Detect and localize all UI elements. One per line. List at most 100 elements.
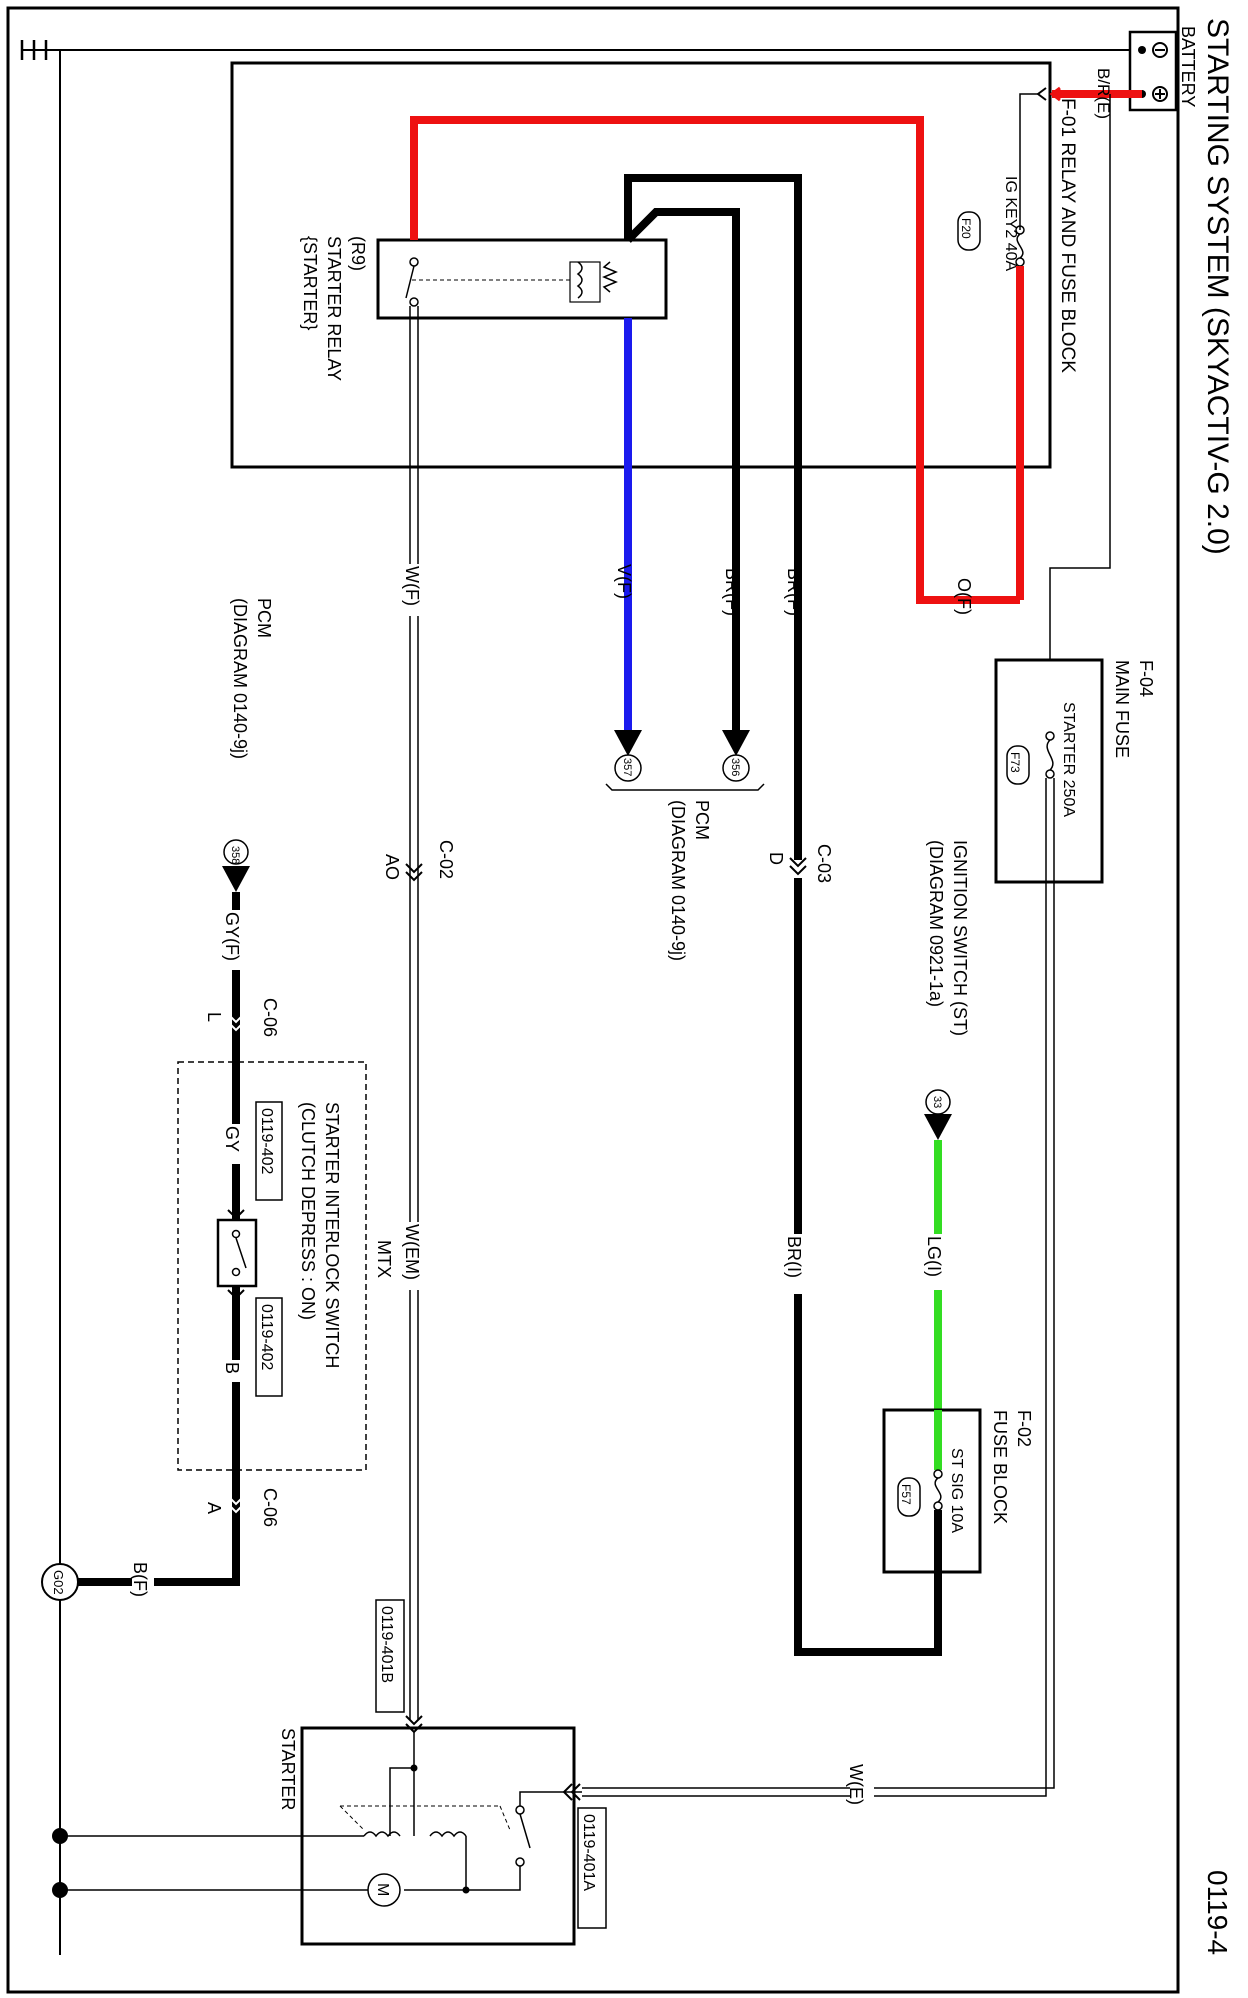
- fuse-ig-key2-label: IG KEY2 40A: [1002, 176, 1019, 271]
- fuse-f57-label: F57: [899, 1484, 913, 1505]
- wire-label-v-f: V(F): [614, 564, 634, 599]
- pcm-pin-356-label: 356: [729, 758, 741, 776]
- ref-0119-402-b: 0119-402: [258, 1304, 275, 1371]
- pcm2-diagram-label: (DIAGRAM 0140-9j): [668, 800, 688, 961]
- wire-label-b-f-bg: [132, 1562, 154, 1602]
- fuse-f73-label: F73: [1008, 752, 1022, 773]
- fuse-f57-tag: [897, 1477, 921, 1517]
- pcm2-label: PCM: [692, 800, 712, 840]
- battery-label: BATTERY: [1178, 26, 1198, 107]
- battery: [1128, 30, 1178, 112]
- mtx-dashed-box: [177, 1061, 367, 1471]
- wire-label-gy-bg: [226, 1124, 248, 1164]
- ground-g02-label: G02: [51, 1570, 66, 1595]
- relay-coil-icon: [569, 261, 618, 303]
- interlock-label: STARTER INTERLOCK SWITCH: [322, 1102, 342, 1368]
- wire-label-b-bg: [226, 1360, 248, 1382]
- ign-pin-33-label: 33: [931, 1096, 943, 1108]
- wire-label-b: B: [222, 1362, 242, 1374]
- fuse-f73-tag: [1006, 745, 1030, 785]
- starter-relay-id: (R9): [348, 236, 368, 271]
- ground-bus: [20, 40, 1130, 1955]
- wire-label-br-e: B/R(E): [1094, 68, 1113, 119]
- pcm-bracket: [605, 783, 765, 791]
- ref-0119-401a-box: [577, 1807, 607, 1929]
- arrow-358-icon: [222, 866, 250, 892]
- wire-label-w-em: W(EM): [402, 1224, 422, 1280]
- relay-switch-icon: [405, 257, 572, 307]
- connector-c02-label: C-02: [436, 840, 456, 879]
- wire-label-lg-i: LG(I): [924, 1236, 944, 1277]
- wire-label-gy-f-bg: [226, 910, 248, 970]
- ref-0119-402-b-box: [255, 1297, 283, 1397]
- ref-0119-401a: 0119-401A: [580, 1814, 597, 1891]
- connector-c06-bottom-label: C-06: [260, 1488, 280, 1527]
- svg-text:M: M: [374, 1883, 391, 1896]
- ref-0119-402-a: 0119-402: [258, 1108, 275, 1175]
- ref-0119-401b-box: [375, 1599, 405, 1713]
- fuse-f20-tag: [957, 211, 981, 251]
- starter-relay-box: [376, 238, 668, 320]
- fuse-f20-label: F20: [959, 218, 973, 239]
- wire-label-o-f: O(F): [954, 578, 974, 615]
- connector-c06-top-pin: L: [204, 1012, 224, 1022]
- wire-w-f: [409, 306, 419, 1720]
- wire-battery-to-main-fuse: [1049, 94, 1111, 730]
- arrow-357-icon: [614, 730, 642, 756]
- connector-c06-top-label: C-06: [260, 998, 280, 1037]
- starter-relay-name: STARTER RELAY: [324, 236, 344, 381]
- pcm-pin-357-label: 357: [621, 758, 633, 776]
- relay-fuse-block-label: F-01 RELAY AND FUSE BLOCK: [1057, 98, 1078, 373]
- starter-relay-sub: {STARTER}: [300, 236, 320, 330]
- wire-f01-to-ig-key2: [1019, 93, 1038, 230]
- page-number: 0119-4: [1202, 1870, 1233, 1955]
- connector-c03-icon: [789, 857, 807, 876]
- wire-label-gy: GY: [222, 1126, 242, 1152]
- wire-label-w-e-bg: [850, 1760, 874, 1810]
- wire-br-f-left: [625, 208, 740, 730]
- connector-c03-pin: D: [766, 852, 786, 865]
- pcm-pin-357: [614, 754, 642, 782]
- connector-c03-label: C-03: [814, 844, 834, 883]
- wire-br-f-right: [624, 174, 802, 860]
- page-title: STARTING SYSTEM (SKYACTIV-G 2.0): [1201, 18, 1234, 555]
- wire-label-br-i-bg: [788, 1234, 810, 1294]
- pcm-pin-356: [722, 754, 750, 782]
- ref-0119-402-a-box: [255, 1101, 283, 1201]
- fuse-starter-label: STARTER 250A: [1060, 702, 1077, 817]
- diagram-border: [6, 6, 1180, 1994]
- ign-switch-label: IGNITION SWITCH (ST): [950, 840, 970, 1036]
- starter-internals: M: [52, 1715, 582, 1907]
- wire-w-e: [582, 778, 1055, 1797]
- fuse-block-id: F-02: [1014, 1410, 1034, 1447]
- arrow-356-icon: [722, 730, 750, 756]
- arrow-33-icon: [924, 1114, 952, 1140]
- wire-label-br-f-left: BR(F): [722, 568, 742, 616]
- wire-label-w-e: W(E): [846, 1764, 866, 1805]
- relay-fuse-block-box: [230, 61, 1052, 469]
- starter-label: STARTER: [278, 1728, 298, 1810]
- wire-gy-f: [168, 892, 240, 1586]
- pcm1-label: PCM: [254, 598, 274, 638]
- ref-0119-401b: 0119-401B: [378, 1606, 395, 1683]
- ground-g02: [41, 1563, 79, 1601]
- connector-c02-pin: AO: [382, 854, 402, 880]
- main-fuse-name: MAIN FUSE: [1112, 660, 1132, 758]
- wire-label-w-f: W(F): [402, 566, 422, 606]
- wire-label-gy-f: GY(F): [222, 912, 242, 961]
- pcm-pin-358-label: 358: [229, 846, 241, 864]
- wire-o-f: [410, 116, 1020, 604]
- wire-label-w-f-bg: [402, 564, 426, 616]
- fuse-st-sig-label: ST SIG 10A: [948, 1448, 965, 1533]
- connector-c02-icon: [405, 863, 423, 882]
- wire-label-b-f: B(F): [130, 1562, 150, 1597]
- wire-label-br-f-right: BR(F): [784, 568, 804, 616]
- main-fuse-id: F-04: [1136, 660, 1156, 697]
- ign-switch-diagram: (DIAGRAM 0921-1a): [926, 840, 946, 1007]
- fuse-block-name: FUSE BLOCK: [990, 1410, 1010, 1524]
- connector-c06-bottom-pin: A: [204, 1502, 224, 1514]
- connector-c06-top-icon: [227, 1013, 245, 1032]
- interlock-switch-icon: [227, 1209, 247, 1300]
- mtx-label: MTX: [374, 1240, 394, 1278]
